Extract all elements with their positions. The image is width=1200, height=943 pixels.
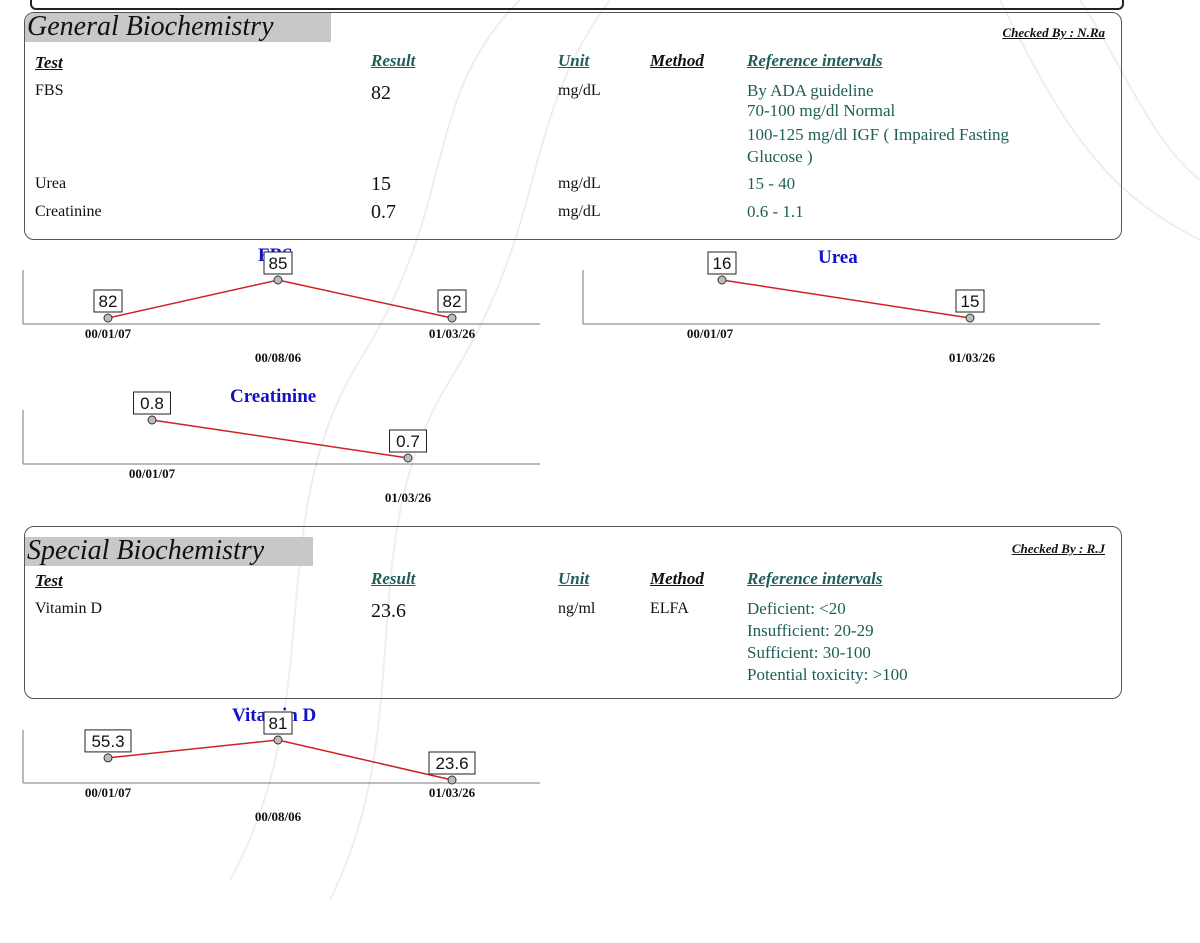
data-label: 0.8 <box>140 394 164 413</box>
section-title-bar: General Biochemistry <box>25 11 331 42</box>
data-point <box>403 453 413 463</box>
series-line <box>107 739 453 781</box>
reference-line: Potential toxicity: >100 <box>747 665 908 684</box>
header-result: Result <box>371 51 416 70</box>
data-label: 15 <box>961 292 980 311</box>
test-result: 15 <box>371 173 391 195</box>
data-point <box>103 313 113 323</box>
test-result: 23.6 <box>371 600 406 622</box>
section-title-bar: Special Biochemistry <box>25 535 313 566</box>
data-label-box <box>133 391 171 415</box>
data-label: 85 <box>269 254 288 273</box>
reference-line: By ADA guideline <box>747 81 874 100</box>
data-label-box <box>437 289 467 313</box>
x-tick-label: 01/03/26 <box>949 350 996 365</box>
data-point <box>103 753 113 763</box>
x-tick-label: 01/03/26 <box>385 490 432 505</box>
x-tick-label: 00/01/07 <box>85 326 132 341</box>
test-result: 82 <box>371 82 391 104</box>
data-label: 23.6 <box>435 754 468 773</box>
fbs-trend-chart: 82 85 82 00/01/07 00/08/06 01/03/26 <box>22 251 542 370</box>
reference-line: Sufficient: 30-100 <box>747 643 871 662</box>
header-method: Method <box>650 569 704 588</box>
series-line <box>107 279 453 319</box>
data-label: 82 <box>443 292 462 311</box>
reference-line: 70-100 mg/dl Normal <box>747 101 896 120</box>
chart-svg: 82 85 82 00/01/07 00/08/06 01/03/26 <box>22 251 540 365</box>
x-tick-label: 00/08/06 <box>255 350 302 365</box>
reference-line: 0.6 - 1.1 <box>747 202 804 221</box>
test-name: Urea <box>35 175 67 192</box>
data-point <box>965 313 975 323</box>
header-unit: Unit <box>558 51 590 70</box>
chart-svg: 16 15 00/01/07 01/03/26 <box>582 251 1100 365</box>
x-tick-label: 01/03/26 <box>429 785 476 800</box>
header-reference: Reference intervals <box>747 569 883 588</box>
x-tick-label: 00/01/07 <box>85 785 132 800</box>
test-name: Vitamin D <box>35 600 103 617</box>
data-label-box <box>428 751 476 775</box>
checked-by: Checked By : R.J <box>1011 541 1105 556</box>
reference-line: 100-125 mg/dl IGF ( Impaired Fasting <box>747 125 1010 144</box>
special-biochemistry-panel: Special Biochemistry Checked By : R.J Te… <box>24 526 1122 699</box>
test-name: FBS <box>35 82 64 99</box>
test-unit: mg/dL <box>558 203 601 220</box>
data-label: 55.3 <box>91 732 124 751</box>
checked-by: Checked By : N.Ra <box>1002 25 1105 40</box>
test-unit: mg/dL <box>558 175 601 192</box>
data-label-box <box>955 289 985 313</box>
urea-trend-chart: 16 15 00/01/07 01/03/26 <box>582 251 1102 370</box>
top-border <box>30 0 1124 10</box>
chart-title: Creatinine <box>230 386 317 407</box>
reference-line: Glucose ) <box>747 147 813 166</box>
reference-line: Insufficient: 20-29 <box>747 621 874 640</box>
data-point <box>273 735 283 745</box>
x-tick-label: 00/01/07 <box>129 466 176 481</box>
vitamin-d-trend-chart: 55.3 81 23.6 00/01/07 00/08/06 01/03/26 <box>22 711 542 830</box>
data-label-box <box>707 251 737 275</box>
data-label-box <box>93 289 123 313</box>
data-point <box>447 313 457 323</box>
header-unit: Unit <box>558 569 590 588</box>
chart-title: Urea <box>818 247 858 268</box>
test-name: Creatinine <box>35 203 102 220</box>
x-tick-label: 00/01/07 <box>687 326 734 341</box>
section-title: General Biochemistry <box>27 11 274 42</box>
data-point <box>447 775 457 785</box>
data-point <box>273 275 283 285</box>
data-label-box <box>263 711 293 735</box>
data-label-box <box>263 251 293 275</box>
test-method: ELFA <box>650 600 689 617</box>
reference-line: 15 - 40 <box>747 174 796 193</box>
creatinine-trend-chart: 0.8 0.7 00/01/07 01/03/26 <box>22 391 542 510</box>
chart-svg: 0.8 0.7 00/01/07 01/03/26 <box>22 391 540 505</box>
chart-svg: 55.3 81 23.6 00/01/07 00/08/06 01/03/26 <box>22 711 540 824</box>
test-unit: ng/ml <box>558 600 596 617</box>
header-result: Result <box>371 569 416 588</box>
header-method: Method <box>650 51 704 70</box>
header-test: Test <box>35 53 63 72</box>
data-label: 16 <box>713 254 732 273</box>
data-label: 0.7 <box>396 432 420 451</box>
section-title: Special Biochemistry <box>27 535 265 566</box>
data-label: 81 <box>269 714 288 733</box>
series-line <box>151 419 409 459</box>
data-label-box <box>84 729 132 753</box>
data-label-box <box>389 429 427 453</box>
data-point <box>147 415 157 425</box>
x-tick-label: 01/03/26 <box>429 326 476 341</box>
reference-line: Deficient: <20 <box>747 599 846 618</box>
header-reference: Reference intervals <box>747 51 883 70</box>
data-point <box>717 275 727 285</box>
data-label: 82 <box>99 292 118 311</box>
test-result: 0.7 <box>371 201 396 223</box>
x-tick-label: 00/08/06 <box>255 809 302 824</box>
series-line <box>721 279 971 319</box>
general-biochemistry-panel: General Biochemistry Checked By : N.Ra T… <box>24 11 1122 240</box>
test-unit: mg/dL <box>558 82 601 99</box>
header-test: Test <box>35 571 63 590</box>
